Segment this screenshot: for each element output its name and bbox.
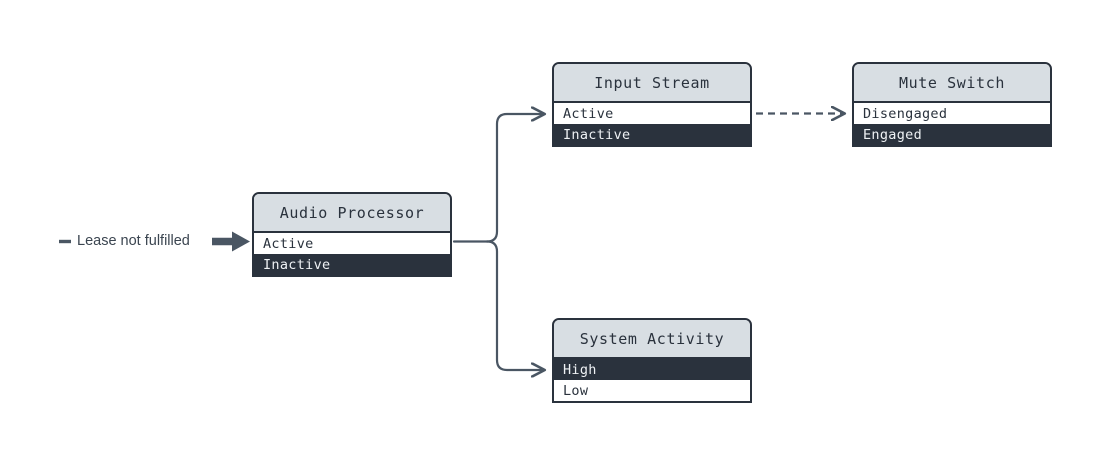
node-system-activity-row-high[interactable]: High <box>554 359 750 380</box>
node-audio-processor-title: Audio Processor <box>254 194 450 233</box>
node-mute-switch[interactable]: Mute Switch Disengaged Engaged <box>852 62 1052 147</box>
entry-label: Lease not fulfilled <box>77 233 190 249</box>
node-system-activity-rows: High Low <box>554 359 750 401</box>
node-audio-processor-rows: Active Inactive <box>254 233 450 275</box>
node-audio-processor-row-inactive[interactable]: Inactive <box>254 254 450 275</box>
node-input-stream-rows: Active Inactive <box>554 103 750 145</box>
node-mute-switch-rows: Disengaged Engaged <box>854 103 1050 145</box>
node-system-activity[interactable]: System Activity High Low <box>552 318 752 403</box>
node-mute-switch-title: Mute Switch <box>854 64 1050 103</box>
edge-audio-processor-branch <box>452 114 544 370</box>
node-input-stream-row-active[interactable]: Active <box>554 103 750 124</box>
node-input-stream[interactable]: Input Stream Active Inactive <box>552 62 752 147</box>
node-mute-switch-row-engaged[interactable]: Engaged <box>854 124 1050 145</box>
node-audio-processor-row-active[interactable]: Active <box>254 233 450 254</box>
node-system-activity-title: System Activity <box>554 320 750 359</box>
node-system-activity-row-low[interactable]: Low <box>554 380 750 401</box>
node-audio-processor[interactable]: Audio Processor Active Inactive <box>252 192 452 277</box>
node-input-stream-row-inactive[interactable]: Inactive <box>554 124 750 145</box>
node-mute-switch-row-disengaged[interactable]: Disengaged <box>854 103 1050 124</box>
node-input-stream-title: Input Stream <box>554 64 750 103</box>
